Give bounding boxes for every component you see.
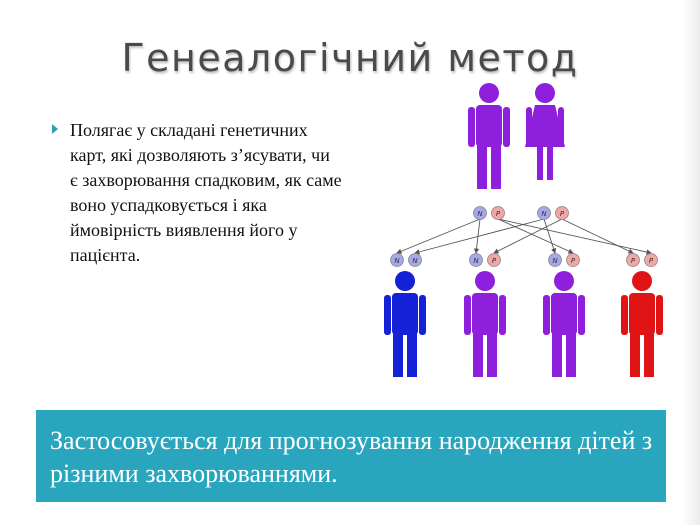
inheritance-line [396,218,481,254]
svg-text:N: N [552,257,558,265]
svg-text:P: P [492,257,497,265]
svg-text:P: P [571,257,576,265]
child-allele-4-1: P [626,253,640,267]
parent-allele-2-2: P [555,206,569,220]
child-allele-2-2: P [487,253,501,267]
child-allele-2-1: N [469,253,483,267]
svg-text:N: N [473,257,479,265]
child-figure-3 [543,271,585,377]
svg-text:P: P [496,210,501,218]
child-allele-1-2: N [408,253,422,267]
inheritance-line [414,218,545,255]
svg-text:P: P [631,257,636,265]
slide-edge-shadow [682,0,700,525]
child-figure-2 [464,271,506,377]
inheritance-line [493,218,563,254]
inheritance-line [497,218,574,254]
child-figure-4 [621,271,663,377]
parent-figure-2 [525,83,565,180]
pedigree-diagram: N P N P N N N P N P P P [384,83,663,377]
bullet-arrow-icon [52,124,58,134]
svg-text:P: P [649,257,654,265]
svg-text:N: N [541,210,547,218]
child-allele-3-1: N [548,253,562,267]
summary-banner: Застосовується для прогнозування народже… [36,410,666,502]
parent-allele-1-2: P [491,206,505,220]
child-allele-3-2: P [566,253,580,267]
child-allele-1-1: N [390,253,404,267]
parent-allele-1-1: N [473,206,487,220]
child-allele-4-2: P [644,253,658,267]
inheritance-line [497,218,652,255]
inheritance-line [561,218,634,254]
parent-allele-2-1: N [537,206,551,220]
slide-title: Генеалогічний метод [121,36,579,80]
child-figure-1 [384,271,426,377]
svg-text:N: N [394,257,400,265]
bullet-text: Полягає у складані генетичних карт, які … [70,120,342,265]
svg-text:P: P [560,210,565,218]
summary-banner-text: Застосовується для прогнозування народже… [50,426,653,488]
inheritance-line [543,218,557,254]
svg-text:N: N [477,210,483,218]
svg-text:N: N [412,257,418,265]
parent-figure-1 [468,83,510,189]
